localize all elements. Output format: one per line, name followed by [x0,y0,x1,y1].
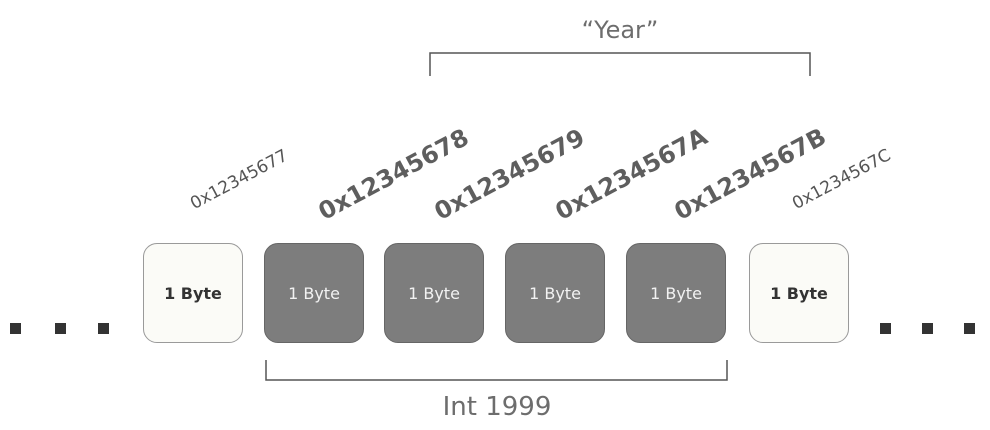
byte-box: 1 Byte [143,243,243,343]
ellipsis-dot [964,323,975,334]
year-label: “Year” [581,16,659,44]
year-bracket [429,52,811,76]
int-label: Int 1999 [442,392,552,422]
byte-box: 1 Byte [505,243,605,343]
byte-box: 1 Byte [264,243,364,343]
ellipsis-dot [55,323,66,334]
int-bracket [265,360,728,381]
ellipsis-dot [880,323,891,334]
ellipsis-dot [10,323,21,334]
ellipsis-dot [98,323,109,334]
byte-box: 1 Byte [384,243,484,343]
byte-box: 1 Byte [626,243,726,343]
byte-box: 1 Byte [749,243,849,343]
ellipsis-dot [922,323,933,334]
